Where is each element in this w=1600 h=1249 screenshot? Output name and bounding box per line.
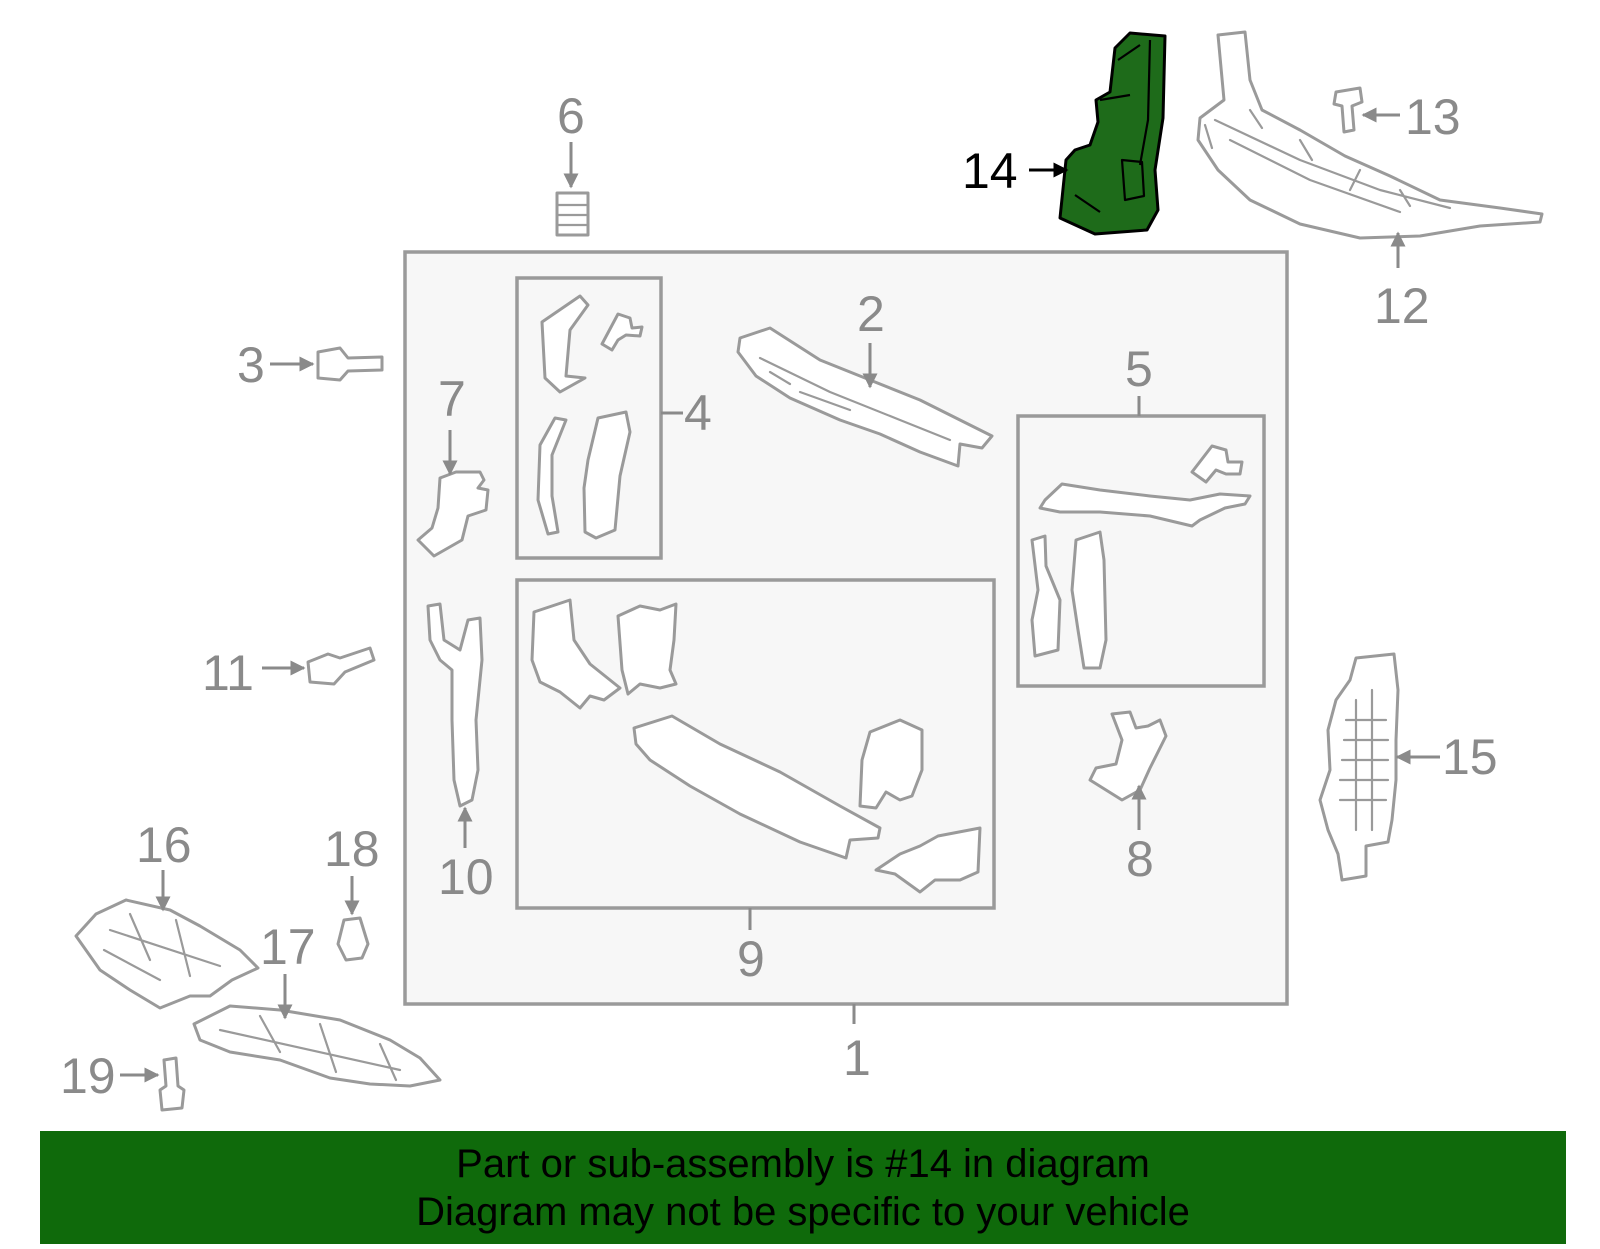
part-13-bolt	[1332, 86, 1364, 134]
callout-11: 11	[202, 645, 254, 701]
part-18-clip	[336, 916, 370, 962]
callout-4: 4	[684, 385, 712, 441]
banner-line-2: Diagram may not be specific to your vehi…	[416, 1189, 1190, 1234]
callout-18: 18	[324, 821, 380, 877]
callout-14: 14	[962, 143, 1018, 199]
callout-5: 5	[1125, 341, 1153, 397]
part-5-brackets	[1030, 444, 1252, 670]
part-3-bolt	[316, 346, 384, 382]
part-12	[1196, 30, 1544, 240]
callout-1: 1	[843, 1030, 871, 1086]
part-17-undercover	[192, 1004, 442, 1088]
part-16-undercover	[74, 898, 260, 1010]
part-9-brackets	[530, 598, 982, 894]
info-banner: Part or sub-assembly is #14 in diagram D…	[40, 1131, 1566, 1244]
callout-13: 13	[1405, 89, 1461, 145]
part-4-brackets	[536, 294, 644, 540]
callout-16: 16	[136, 817, 192, 873]
part-11-bolt	[306, 646, 376, 686]
banner-line-1: Part or sub-assembly is #14 in diagram	[456, 1141, 1150, 1186]
callout-19: 19	[60, 1048, 116, 1104]
part-10-upright	[426, 602, 484, 808]
callout-7: 7	[438, 371, 466, 427]
part-2-support	[736, 326, 994, 468]
callout-6: 6	[557, 88, 585, 144]
callout-2: 2	[857, 286, 885, 342]
part-14-highlighted[interactable]	[1058, 31, 1167, 236]
callout-3: 3	[237, 337, 265, 393]
part-7-bracket	[416, 470, 490, 558]
callout-15: 15	[1442, 729, 1498, 785]
callout-8: 8	[1126, 831, 1154, 887]
part-19-bolt	[158, 1056, 186, 1112]
callout-9: 9	[737, 931, 765, 987]
part-15-deflector	[1318, 652, 1400, 882]
callout-10: 10	[438, 849, 494, 905]
part-6-grommet	[555, 191, 590, 237]
callout-12: 12	[1374, 278, 1430, 334]
callout-17: 17	[260, 919, 316, 975]
